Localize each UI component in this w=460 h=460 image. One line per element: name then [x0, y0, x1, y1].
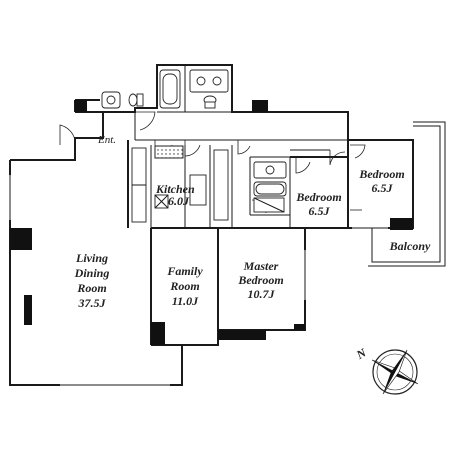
bathroom-fixtures [101, 69, 287, 213]
family-label-1: Family [166, 264, 203, 278]
balcony-label: Balcony [389, 239, 431, 253]
living-label-3: Room [76, 281, 106, 295]
family-label-2: Room [169, 279, 199, 293]
bedroom-right-size: 6.5J [372, 181, 394, 195]
living-label-2: Dining [74, 266, 110, 280]
compass-north-label: N [353, 345, 370, 363]
room-labels: Ent. Kitchen 6.0J Living Dining Room 37.… [74, 134, 431, 310]
bedroom-right-label: Bedroom [358, 167, 404, 181]
living-size: 37.5J [78, 296, 107, 310]
master-size: 10.7J [248, 287, 276, 301]
compass-rose-icon [371, 349, 419, 395]
bedroom-center-label: Bedroom [295, 190, 341, 204]
family-size: 11.0J [172, 294, 199, 308]
outer-walls [9, 64, 414, 386]
entrance-label: Ent. [97, 134, 116, 146]
compass: N [353, 345, 419, 395]
master-label-2: Bedroom [237, 273, 283, 287]
windows [9, 175, 388, 386]
kitchen-label: Kitchen [155, 182, 195, 196]
inner-walls [74, 65, 446, 346]
master-label-1: Master [243, 259, 279, 273]
living-label-1: Living [75, 251, 108, 265]
structural-columns [10, 100, 413, 345]
kitchen-fixtures [131, 145, 229, 223]
kitchen-size: 6.0J [168, 194, 190, 208]
bedroom-center-size: 6.5J [309, 204, 331, 218]
